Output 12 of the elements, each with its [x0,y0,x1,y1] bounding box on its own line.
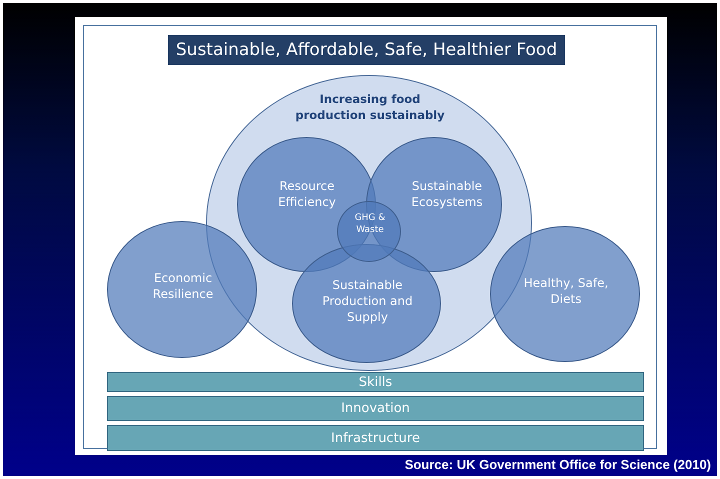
circle-label: Healthy, Safe, Diets [522,275,610,308]
foundation-bar: Innovation [107,396,644,421]
source-note: Source: UK Government Office for Science (2010) [404,457,711,472]
circle-label: Sustainable Ecosystems [410,178,484,210]
circle-label: GHG & Waste [354,212,386,236]
circle-label: Sustainable Production and Supply [321,277,414,326]
circle-label: Economic Resilience [152,270,214,302]
circle-label: Resource Efficiency [277,178,337,210]
circle-label: Increasing food production sustainably [294,92,446,124]
foundation-bar: Skills [107,372,644,392]
foundation-bar: Infrastructure [107,425,644,451]
title-banner: Sustainable, Affordable, Safe, Healthier Food [168,35,565,65]
